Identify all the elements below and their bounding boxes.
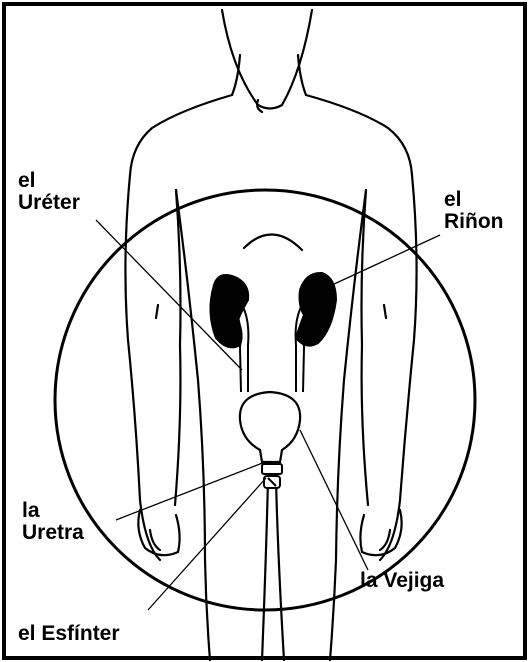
ureters <box>236 305 308 392</box>
kidney-label-line2: Riñon <box>444 211 503 233</box>
ureter-label-line1: el <box>18 170 80 192</box>
kidney-label-line1: el <box>444 189 503 211</box>
bladder-label: la Vejiga <box>360 570 444 592</box>
diagram-frame <box>4 4 525 658</box>
body-outline <box>125 10 416 660</box>
sphincter-pointer <box>148 478 266 610</box>
kidney-pointer <box>332 235 440 285</box>
kidney-label: el Riñon <box>444 189 503 233</box>
sphincter-shape <box>262 464 282 488</box>
ureter-label: el Uréter <box>18 170 80 214</box>
urethra-label-line1: la <box>22 500 84 522</box>
sphincter-label: el Esfínter <box>18 623 120 645</box>
right-kidney <box>296 273 336 346</box>
kidneys <box>210 273 336 347</box>
ureter-label-line2: Uréter <box>18 192 80 214</box>
urethra-label-line2: Uretra <box>22 522 84 544</box>
bladder-shape <box>240 392 300 462</box>
bladder-pointer <box>300 430 368 570</box>
urethra-label: la Uretra <box>22 500 84 544</box>
left-kidney <box>210 275 248 347</box>
